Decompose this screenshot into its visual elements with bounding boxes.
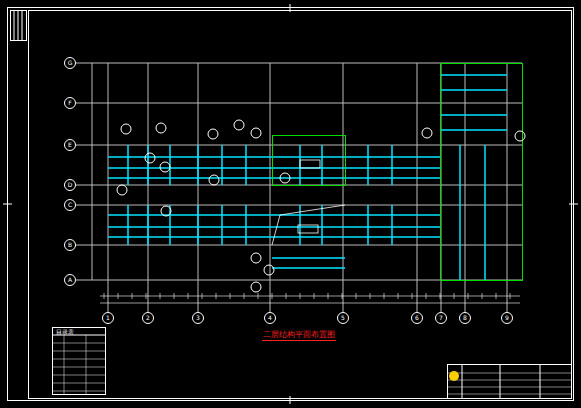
table-title: 目录表 xyxy=(56,328,74,337)
axis-number: 5 xyxy=(341,314,345,321)
axis-bubble: 7 xyxy=(435,312,447,324)
axis-number: G xyxy=(68,59,73,66)
axis-number: 8 xyxy=(463,314,467,321)
axis-number: E xyxy=(68,141,72,148)
axis-number: 1 xyxy=(106,314,110,321)
axis-number: C xyxy=(68,201,72,208)
axis-bubble: 6 xyxy=(411,312,423,324)
axis-bubble: 3 xyxy=(192,312,204,324)
axis-number: 4 xyxy=(268,314,272,321)
axis-bubble: G xyxy=(64,57,76,69)
axis-bubble: D xyxy=(64,179,76,191)
axis-number: B xyxy=(68,241,72,248)
axis-number: F xyxy=(68,99,71,106)
axis-bubble: 8 xyxy=(459,312,471,324)
axis-number: A xyxy=(68,276,72,283)
axis-bubble: F xyxy=(64,97,76,109)
axis-number: 6 xyxy=(415,314,419,321)
axis-bubble: E xyxy=(64,139,76,151)
axis-bubble: C xyxy=(64,199,76,211)
drawing-title: 二层结构平面布置图 xyxy=(262,329,336,341)
axis-number: 9 xyxy=(505,314,509,321)
axis-bubble: B xyxy=(64,239,76,251)
axis-bubble: 4 xyxy=(264,312,276,324)
axis-number: D xyxy=(68,181,73,188)
axis-number: 2 xyxy=(146,314,150,321)
axis-bubble: 5 xyxy=(337,312,349,324)
axis-bubble: 9 xyxy=(501,312,513,324)
axis-bubble: 1 xyxy=(102,312,114,324)
axis-number: 3 xyxy=(196,314,200,321)
axis-bubble: A xyxy=(64,274,76,286)
axis-number: 7 xyxy=(439,314,443,321)
axis-bubble: 2 xyxy=(142,312,154,324)
